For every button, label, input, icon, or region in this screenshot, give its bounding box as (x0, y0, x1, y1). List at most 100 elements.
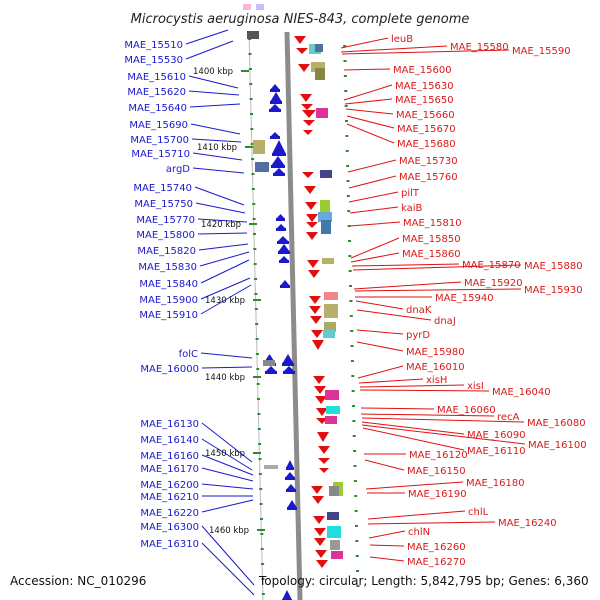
tick-mark (257, 428, 261, 430)
gene-label-right[interactable]: kaiB (401, 203, 423, 214)
gene-label-right[interactable]: MAE_16090 (467, 430, 526, 441)
gene-tile (264, 465, 278, 469)
gene-label-left[interactable]: MAE_16130 (140, 419, 199, 430)
gene-label-left[interactable]: MAE_15770 (136, 215, 195, 226)
gene-label-right[interactable]: MAE_15660 (396, 110, 455, 121)
gene-label-right[interactable]: MAE_15760 (399, 172, 458, 183)
gene-label-right[interactable]: MAE_15930 (524, 285, 583, 296)
gene-label-right[interactable]: dnaJ (434, 316, 456, 327)
gene-label-right[interactable]: MAE_15860 (402, 249, 461, 260)
gene-label-right[interactable]: MAE_16120 (409, 450, 468, 461)
gene-label-left[interactable]: MAE_16160 (140, 451, 199, 462)
tick-mark (252, 218, 256, 220)
tick-mark (261, 563, 265, 565)
gene-label-right[interactable]: MAE_15730 (399, 156, 458, 167)
gene-label-right[interactable]: MAE_16100 (528, 440, 587, 451)
gene-label-left[interactable]: MAE_15510 (124, 40, 183, 51)
right-connector (340, 45, 448, 53)
gene-label-left[interactable]: MAE_15900 (139, 295, 198, 306)
left-connector (201, 454, 254, 476)
gene-label-right[interactable]: MAE_16260 (407, 542, 466, 553)
right-connector (361, 417, 525, 423)
right-connector (369, 544, 405, 547)
gene-label-right[interactable]: MAE_15980 (406, 347, 465, 358)
left-connector (192, 152, 243, 161)
gene-label-left[interactable]: MAE_15910 (139, 310, 198, 321)
gene-label-left[interactable]: MAE_16200 (140, 480, 199, 491)
gene-label-left[interactable]: MAE_15710 (131, 149, 190, 160)
gene-body-left (279, 260, 289, 263)
gene-label-left[interactable]: MAE_16310 (140, 539, 199, 550)
tick-mark (352, 405, 356, 407)
gene-label-right[interactable]: MAE_16190 (408, 489, 467, 500)
map-title: Microcystis aeruginosa NIES-843, complet… (131, 12, 470, 27)
gene-label-right[interactable]: MAE_16080 (527, 418, 586, 429)
gene-label-left[interactable]: MAE_16000 (140, 364, 199, 375)
gene-label-right[interactable]: MAE_15650 (395, 95, 454, 106)
gene-label-right[interactable]: xisI (467, 381, 484, 392)
tick-mark (248, 68, 252, 70)
gene-label-right[interactable]: MAE_15850 (402, 234, 461, 245)
gene-arrow-left (270, 132, 280, 137)
gene-label-right[interactable]: pilT (401, 188, 420, 199)
right-connector (359, 384, 465, 388)
gene-label-right[interactable]: MAE_16270 (407, 557, 466, 568)
gene-label-right[interactable]: MAE_16150 (407, 466, 466, 477)
gene-label-left[interactable]: MAE_16300 (140, 522, 199, 533)
left-connector (198, 243, 249, 251)
gene-label-left[interactable]: MAE_16170 (140, 464, 199, 475)
gene-label-right[interactable]: leuB (391, 34, 413, 45)
gene-label-right[interactable]: recA (497, 412, 520, 423)
gene-label-right[interactable]: chlN (408, 527, 430, 538)
gene-label-right[interactable]: MAE_16240 (498, 518, 557, 529)
gene-body-left (280, 285, 290, 288)
gene-label-right[interactable]: MAE_15630 (395, 81, 454, 92)
gene-label-left[interactable]: MAE_15700 (130, 135, 189, 146)
gene-label-left[interactable]: folC (179, 349, 198, 360)
gene-label-right[interactable]: MAE_16060 (437, 405, 496, 416)
gene-label-left[interactable]: MAE_15830 (138, 262, 197, 273)
gene-label-right[interactable]: MAE_16010 (406, 362, 465, 373)
gene-label-right[interactable]: MAE_16180 (466, 478, 525, 489)
gene-label-right[interactable]: MAE_15580 (450, 42, 509, 53)
ruler-label: 1440 kbp (205, 373, 245, 383)
gene-label-right[interactable]: MAE_15810 (403, 218, 462, 229)
gene-label-right[interactable]: chlL (468, 507, 489, 518)
gene-label-left[interactable]: MAE_15690 (129, 120, 188, 131)
gene-tile (318, 212, 332, 222)
gene-label-right[interactable]: MAE_15870 (462, 260, 521, 271)
tick-mark (356, 570, 360, 572)
gene-arrow-left (285, 472, 295, 478)
tick-mark (249, 83, 253, 85)
gene-label-left[interactable]: MAE_15820 (137, 246, 196, 257)
gene-label-right[interactable]: MAE_16040 (492, 387, 551, 398)
gene-label-right[interactable]: MAE_15590 (512, 46, 571, 57)
gene-label-left[interactable]: argD (166, 164, 190, 175)
gene-arrow-left (286, 460, 294, 468)
gene-label-right[interactable]: MAE_15880 (524, 261, 583, 272)
gene-label-right[interactable]: MAE_15600 (393, 65, 452, 76)
gene-label-right[interactable]: pyrD (406, 330, 430, 341)
gene-label-right[interactable]: MAE_15670 (397, 124, 456, 135)
gene-label-left[interactable]: MAE_15620 (127, 87, 186, 98)
gene-label-left[interactable]: MAE_15800 (136, 230, 195, 241)
gene-label-left[interactable]: MAE_15740 (133, 183, 192, 194)
gene-label-right[interactable]: MAE_15680 (397, 139, 456, 150)
gene-label-right[interactable]: MAE_15940 (435, 293, 494, 304)
gene-body-left (283, 371, 295, 374)
right-connector (349, 221, 401, 227)
gene-label-right[interactable]: MAE_16110 (467, 446, 526, 457)
gene-label-right[interactable]: dnaK (406, 305, 432, 316)
gene-label-left[interactable]: MAE_15750 (134, 199, 193, 210)
left-connector (201, 542, 255, 596)
tick-mark (261, 578, 265, 580)
gene-label-left[interactable]: MAE_16220 (140, 508, 199, 519)
gene-label-right[interactable]: MAE_15920 (464, 278, 523, 289)
gene-label-left[interactable]: MAE_15610 (127, 72, 186, 83)
gene-label-left[interactable]: MAE_15530 (124, 55, 183, 66)
gene-label-right[interactable]: xisH (426, 375, 447, 386)
gene-label-left[interactable]: MAE_16210 (140, 492, 199, 503)
gene-label-left[interactable]: MAE_16140 (140, 435, 199, 446)
gene-label-left[interactable]: MAE_15640 (128, 103, 187, 114)
gene-label-left[interactable]: MAE_15840 (139, 279, 198, 290)
